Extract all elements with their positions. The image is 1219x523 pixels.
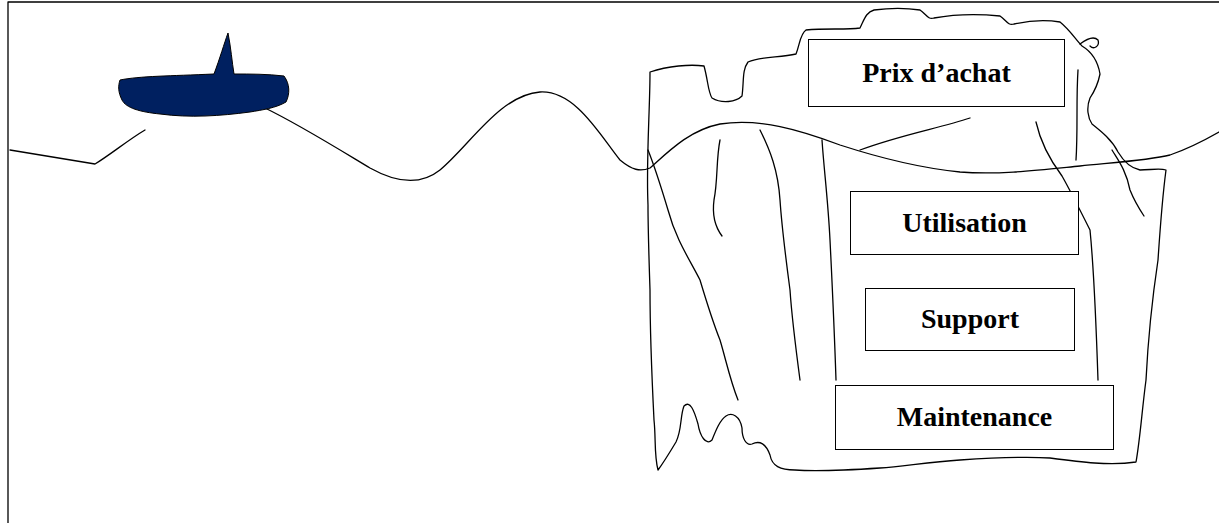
label-box: Maintenance <box>835 385 1114 450</box>
iceberg-crevice <box>860 118 970 150</box>
iceberg-crevice <box>648 150 738 400</box>
frame-border <box>8 2 1219 523</box>
box-label: Utilisation <box>902 208 1026 239</box>
box-label: Maintenance <box>897 402 1053 433</box>
iceberg-crevice <box>760 130 800 380</box>
boat <box>119 33 289 116</box>
iceberg-crevice <box>713 140 722 236</box>
iceberg-crevice <box>1076 70 1078 160</box>
label-box: Utilisation <box>850 191 1079 255</box>
box-label: Support <box>921 304 1019 335</box>
label-box: Prix d’achat <box>808 39 1065 107</box>
iceberg-crevice <box>822 140 836 380</box>
iceberg-outline <box>647 9 1166 471</box>
box-label: Prix d’achat <box>862 58 1011 89</box>
iceberg-crevice <box>1080 38 1098 48</box>
label-box: Support <box>865 288 1075 351</box>
